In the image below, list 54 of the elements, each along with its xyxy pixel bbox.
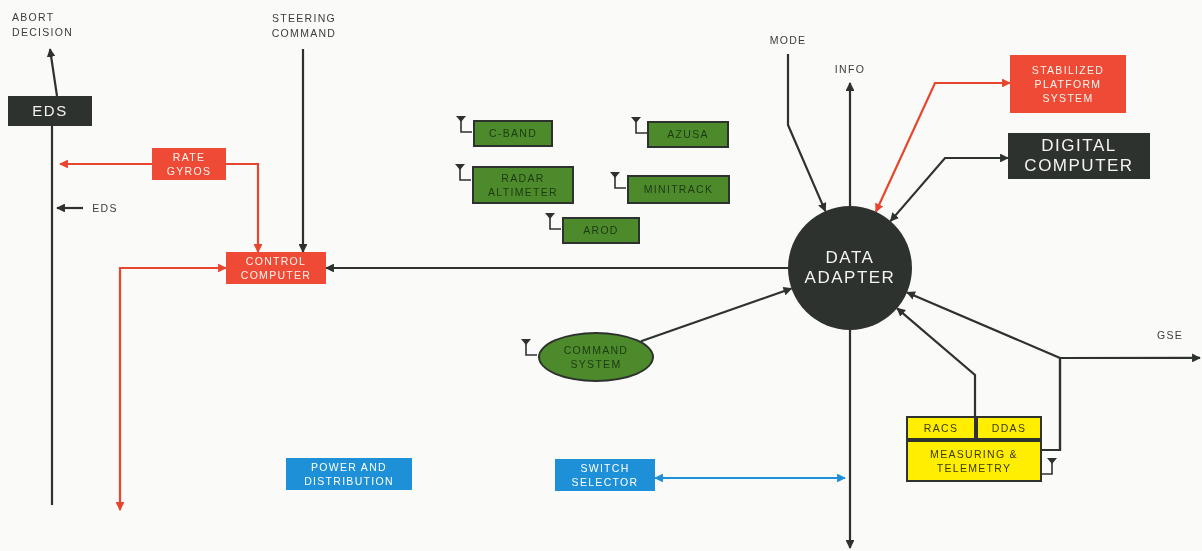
box-label: DDAS <box>991 420 1027 436</box>
signal-label: STEERING COMMAND <box>258 8 350 44</box>
process-box <box>555 459 655 491</box>
tracking-box <box>472 166 574 204</box>
signal-label: GSE <box>1140 328 1200 362</box>
box-label: DIGITAL COMPUTER <box>1023 136 1135 176</box>
process-box <box>906 416 976 440</box>
tracking-box <box>647 121 729 148</box>
box-label: SWITCH SELECTOR <box>570 460 640 490</box>
box-label: RACS <box>923 420 959 436</box>
process-box <box>1008 133 1150 179</box>
box-label: CONTROL COMPUTER <box>239 253 313 283</box>
arrow <box>874 78 1011 213</box>
arrow <box>226 162 263 253</box>
box-label: AZUSA <box>667 127 709 142</box>
arrow <box>115 263 227 511</box>
box-label: EDS <box>32 102 68 120</box>
process-box <box>976 416 1042 440</box>
box-label: MEASURING & TELEMETRY <box>929 446 1019 476</box>
arrow <box>845 330 855 549</box>
process-box <box>8 96 92 126</box>
box-label: RATE GYROS <box>165 149 213 179</box>
arrow <box>56 203 83 213</box>
arrow <box>786 54 827 212</box>
arrow <box>845 82 855 206</box>
box-label: C-BAND <box>488 126 538 141</box>
process-box <box>906 440 1042 482</box>
tracking-box <box>562 217 640 244</box>
box-label: AROD <box>583 223 619 238</box>
arrow <box>896 307 977 416</box>
arrow <box>325 263 788 273</box>
arrow <box>46 48 59 97</box>
arrow <box>889 153 1009 222</box>
process-box <box>226 252 326 284</box>
process-box <box>1010 55 1126 113</box>
box-label: POWER AND DISTRIBUTION <box>303 459 395 489</box>
arrow <box>59 159 152 169</box>
box-label: COMMAND SYSTEM <box>562 342 630 372</box>
signal-label: MODE <box>760 33 816 49</box>
box-label: MINITRACK <box>643 182 714 197</box>
signal-label: ABORT DECISION <box>12 6 102 44</box>
arrow <box>298 49 308 253</box>
process-box <box>152 148 226 180</box>
signal-label: EDS <box>88 201 122 216</box>
tracking-box <box>627 175 730 204</box>
process-box <box>286 458 412 490</box>
tracking-box <box>473 120 553 147</box>
box-label: DATA ADAPTER <box>803 248 897 288</box>
arrow <box>654 473 846 483</box>
arrow <box>640 286 793 343</box>
box-label: STABILIZED PLATFORM SYSTEM <box>1030 62 1106 106</box>
signal-label: INFO <box>828 62 872 78</box>
box-label: RADAR ALTIMETER <box>487 170 559 200</box>
arrow <box>1042 353 1201 452</box>
